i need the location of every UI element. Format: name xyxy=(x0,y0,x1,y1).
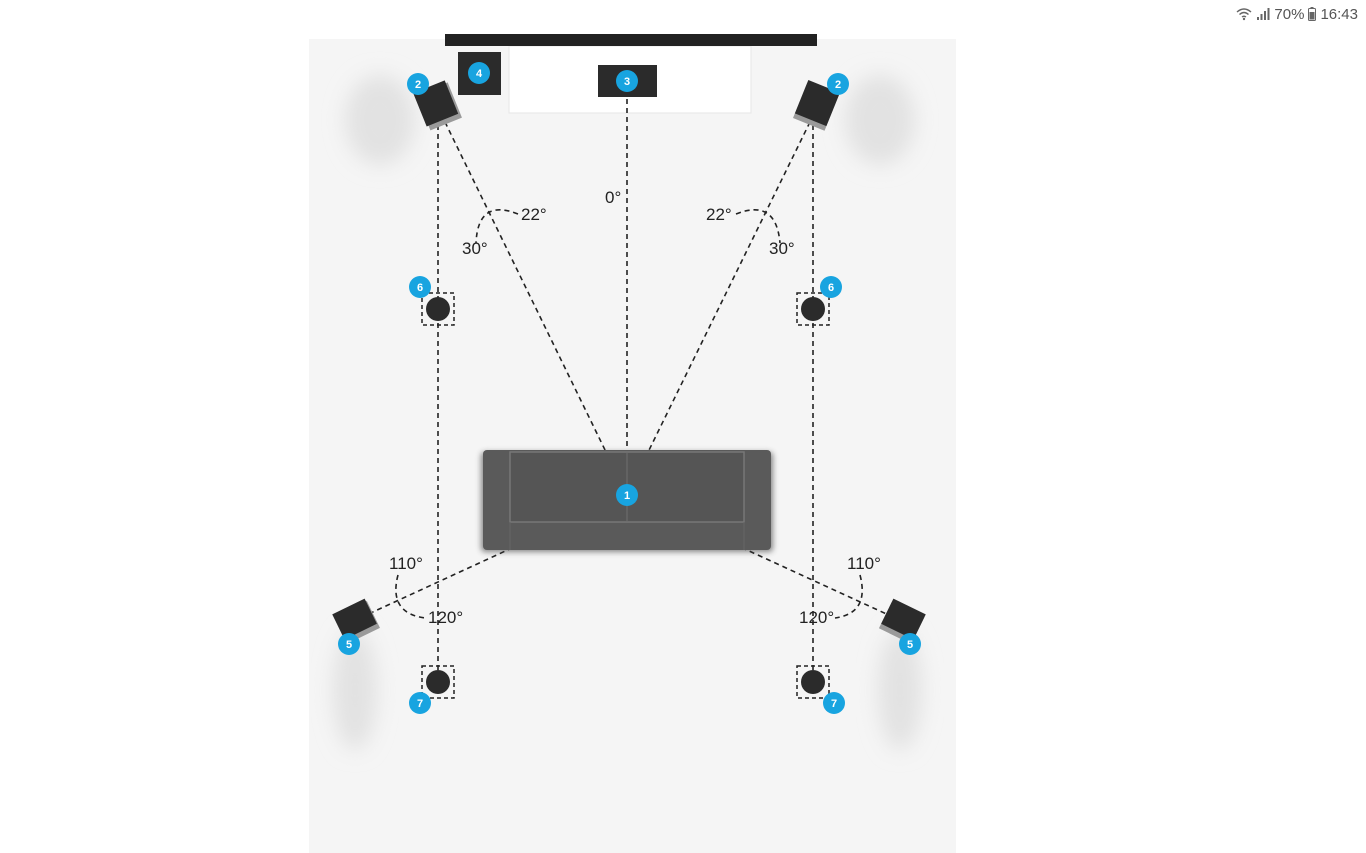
badge-side-right: 6 xyxy=(820,276,842,298)
surround-right-speaker xyxy=(878,598,926,645)
badge-front-right: 2 xyxy=(827,73,849,95)
svg-text:7: 7 xyxy=(831,698,837,710)
angle-label-surround-right-max: 120° xyxy=(799,608,834,627)
wifi-icon xyxy=(1236,7,1252,21)
front-right-line xyxy=(626,121,811,496)
speaker-layout-diagram: 0° 22° 30° 22° 30° 110° 120° 110° 120° 1… xyxy=(309,34,956,853)
angle-label-center: 0° xyxy=(605,188,621,207)
rear-right-speaker xyxy=(796,665,830,699)
front-right-arc xyxy=(735,209,781,244)
angle-label-front-left-min: 22° xyxy=(521,205,547,224)
badge-rear-left: 7 xyxy=(409,692,431,714)
badge-center: 3 xyxy=(616,70,638,92)
side-left-speaker xyxy=(421,292,455,326)
angle-label-surround-right-min: 110° xyxy=(847,554,881,573)
surround-left-arc xyxy=(395,574,426,619)
speaker-shadow xyxy=(878,630,922,750)
badge-rear-right: 7 xyxy=(823,692,845,714)
badge-side-left: 6 xyxy=(409,276,431,298)
surround-right-arc xyxy=(834,574,864,619)
angle-label-front-left-max: 30° xyxy=(462,239,488,258)
battery-icon xyxy=(1308,7,1317,21)
room-floor xyxy=(309,39,956,853)
signal-icon xyxy=(1256,7,1270,21)
badge-surround-right: 5 xyxy=(899,633,921,655)
front-right-speaker xyxy=(792,80,840,131)
svg-text:6: 6 xyxy=(828,282,834,294)
svg-text:2: 2 xyxy=(835,79,841,91)
svg-text:4: 4 xyxy=(476,68,483,80)
angle-label-surround-left-min: 110° xyxy=(389,554,423,573)
front-left-line xyxy=(444,121,628,496)
badge-surround-left: 5 xyxy=(338,633,360,655)
side-right-speaker xyxy=(796,292,830,326)
svg-text:7: 7 xyxy=(417,698,423,710)
badge-subwoofer: 4 xyxy=(468,62,490,84)
surround-left-speaker xyxy=(332,598,380,644)
clock-time: 16:43 xyxy=(1320,5,1358,23)
angle-label-surround-left-max: 120° xyxy=(428,608,463,627)
speaker-shadow xyxy=(845,75,915,165)
speaker-shadow xyxy=(345,75,415,165)
speaker-shadow xyxy=(333,630,377,750)
svg-text:3: 3 xyxy=(624,76,630,88)
status-bar: 70% 16:43 xyxy=(1236,4,1358,24)
front-left-arc xyxy=(475,209,519,244)
rear-left-speaker xyxy=(421,665,455,699)
badge-front-left: 2 xyxy=(407,73,429,95)
svg-text:5: 5 xyxy=(346,639,352,651)
svg-text:1: 1 xyxy=(624,490,630,502)
badge-listener: 1 xyxy=(616,484,638,506)
angle-label-front-right-max: 30° xyxy=(769,239,795,258)
tv-screen xyxy=(445,34,817,46)
svg-text:6: 6 xyxy=(417,282,423,294)
angle-label-front-right-min: 22° xyxy=(706,205,732,224)
battery-percent: 70% xyxy=(1274,5,1305,23)
svg-text:5: 5 xyxy=(907,639,913,651)
angle-arcs xyxy=(395,209,864,619)
svg-text:2: 2 xyxy=(415,79,421,91)
